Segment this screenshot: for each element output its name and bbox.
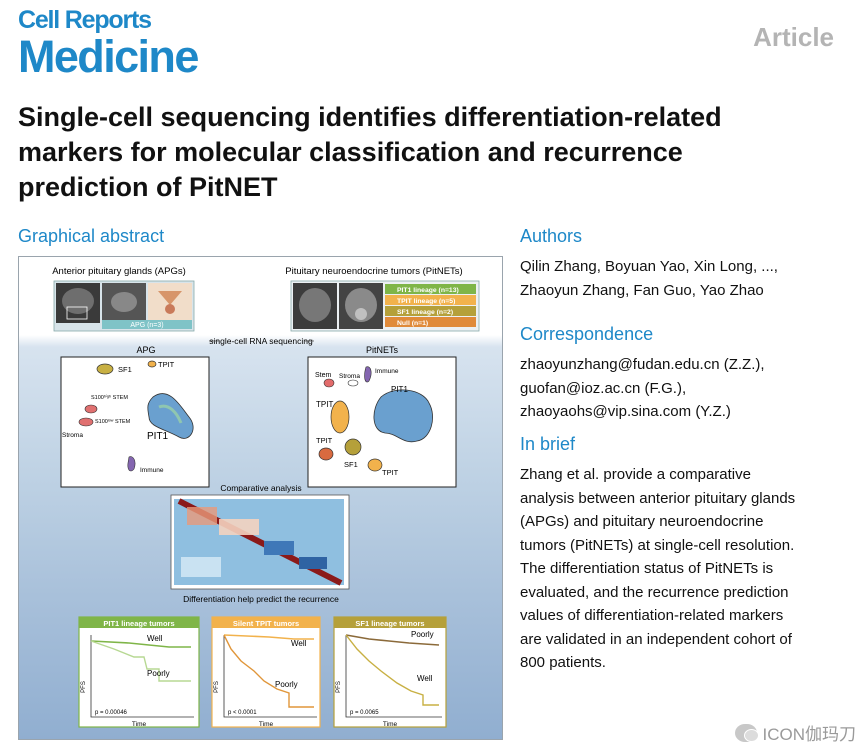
svg-text:Poorly: Poorly: [275, 680, 298, 689]
svg-text:p < 0.0001: p < 0.0001: [228, 710, 257, 716]
svg-text:Poorly: Poorly: [147, 669, 170, 678]
in-brief-heading: In brief: [520, 434, 576, 454]
apg-panel-title: APG: [136, 345, 155, 355]
svg-text:Silent TPIT tumors: Silent TPIT tumors: [233, 619, 299, 628]
svg-text:PFS: PFS: [336, 681, 342, 693]
svg-text:SF1: SF1: [118, 365, 132, 374]
svg-text:Stroma: Stroma: [62, 432, 83, 439]
apg-umap-panel: APG SF1 TPIT S100ʰⁱᵍʰ STEM S100ˡᵒʷ STEM …: [60, 345, 210, 488]
lineage-tpit: TPIT lineage (n=5): [397, 298, 455, 305]
brief-line: are validated in an independent cohort o…: [520, 630, 792, 648]
pitnet-label: Pituitary neuroendocrine tumors (PitNETs…: [285, 266, 462, 277]
brief-line: values of differentiation-related marker…: [520, 607, 784, 624]
email-link[interactable]: zhaoyaohs@vip.sina.com (Y.Z.): [520, 403, 731, 420]
svg-text:PIT1: PIT1: [147, 431, 169, 442]
pitnet-images: PIT1 lineage (n=13) TPIT lineage (n=5) S…: [290, 280, 480, 332]
svg-text:Well: Well: [147, 634, 163, 643]
pitnet-umap-panel: PitNETs Stem Stroma Immune PIT1 TPIT TPI…: [307, 345, 457, 488]
authors-line-2: Zhaoyun Zhang, Fan Guo, Yao Zhao: [520, 281, 764, 299]
svg-text:TPIT: TPIT: [316, 400, 333, 409]
journal-logo: Cell Reports Medicine: [18, 6, 199, 82]
watermark: ICON伽玛刀: [734, 720, 857, 745]
pitnet-panel-title: PitNETs: [366, 345, 399, 355]
svg-text:Poorly: Poorly: [411, 630, 434, 639]
apg-label: Anterior pituitary glands (APGs): [52, 266, 186, 277]
km-plot-pit1: PIT1 lineage tumors Well Poorly p = 0.00…: [78, 616, 200, 728]
svg-text:S100ˡᵒʷ STEM: S100ˡᵒʷ STEM: [95, 418, 131, 425]
apg-images: APG (n=3): [53, 280, 195, 332]
svg-text:Time: Time: [132, 721, 147, 728]
email-link[interactable]: zhaoyunzhang@fudan.edu.cn (Z.Z.),: [520, 356, 765, 373]
svg-text:Stroma: Stroma: [339, 373, 360, 380]
svg-text:PIT1: PIT1: [391, 385, 408, 394]
svg-text:TPIT: TPIT: [316, 436, 333, 445]
svg-text:S100ʰⁱᵍʰ STEM: S100ʰⁱᵍʰ STEM: [91, 393, 128, 401]
svg-text:Stem: Stem: [315, 372, 332, 379]
apg-count: APG (n=3): [130, 322, 163, 329]
authors-section: Authors Qilin Zhang, Boyuan Yao, Xin Lon…: [520, 226, 850, 302]
svg-text:Immune: Immune: [375, 368, 399, 375]
lineage-pit1: PIT1 lineage (n=13): [397, 287, 459, 294]
svg-text:PFS: PFS: [214, 681, 220, 693]
svg-text:PIT1 lineage tumors: PIT1 lineage tumors: [103, 619, 174, 628]
svg-text:PFS: PFS: [81, 681, 87, 693]
svg-text:TPIT: TPIT: [382, 468, 399, 477]
authors-heading: Authors: [520, 226, 583, 246]
brief-line: evaluated, and the recurrence prediction: [520, 583, 789, 601]
correlation-heatmap: [170, 494, 350, 590]
watermark-text: ICON伽玛刀: [762, 725, 857, 744]
lineage-sf1: SF1 lineage (n=2): [397, 309, 453, 316]
journal-name-line2: Medicine: [18, 31, 199, 82]
svg-text:SF1: SF1: [344, 460, 358, 469]
svg-text:Well: Well: [291, 639, 307, 648]
svg-text:Time: Time: [259, 721, 274, 728]
svg-text:p = 0.0065: p = 0.0065: [350, 710, 379, 716]
graphical-abstract-figure: Anterior pituitary glands (APGs) Pituita…: [52, 266, 480, 728]
email-link[interactable]: guofan@ioz.ac.cn (F.G.),: [520, 379, 687, 397]
svg-text:p = 0.00046: p = 0.00046: [95, 710, 128, 716]
brief-line: tumors (PitNETs) at single-cell resoluti…: [520, 536, 795, 554]
brief-line: (APGs) and pituitary neuroendocrine: [520, 513, 764, 530]
authors-line-1: Qilin Zhang, Boyuan Yao, Xin Long, ...,: [520, 258, 778, 275]
svg-text:SF1 lineage tumors: SF1 lineage tumors: [355, 619, 424, 628]
svg-text:Time: Time: [383, 721, 398, 728]
in-brief-section: In brief Zhang et al. provide a comparat…: [520, 434, 850, 675]
brief-line: 800 patients.: [520, 654, 606, 671]
wechat-icon: [734, 723, 759, 742]
correspondence-heading: Correspondence: [520, 324, 654, 344]
article-title: Single-cell sequencing identifies differ…: [18, 102, 722, 202]
svg-text:TPIT: TPIT: [158, 360, 175, 369]
journal-name-line1: Cell Reports: [18, 6, 152, 34]
recurrence-label: Differentiation help predict the recurre…: [183, 594, 339, 604]
lineage-null: Null (n=1): [397, 320, 428, 327]
article-type: Article: [753, 22, 834, 52]
comparative-label: Comparative analysis: [220, 483, 301, 493]
brief-line: Zhang et al. provide a comparative: [520, 466, 751, 483]
scrna-label: single-cell RNA sequencing: [209, 336, 313, 346]
km-plot-sf1: SF1 lineage tumors Poorly Well p = 0.006…: [333, 616, 447, 728]
brief-line: analysis between anterior pituitary glan…: [520, 489, 796, 507]
svg-text:Well: Well: [417, 674, 433, 683]
brief-line: The differentiation status of PitNETs is: [520, 560, 774, 577]
correspondence-section: Correspondence zhaoyunzhang@fudan.edu.cn…: [520, 324, 850, 424]
km-plot-tpit: Silent TPIT tumors Well Poorly p < 0.000…: [211, 616, 321, 728]
graphical-abstract-heading: Graphical abstract: [18, 226, 165, 246]
graphical-abstract: Anterior pituitary glands (APGs) Pituita…: [18, 256, 503, 740]
svg-text:Immune: Immune: [140, 467, 164, 474]
